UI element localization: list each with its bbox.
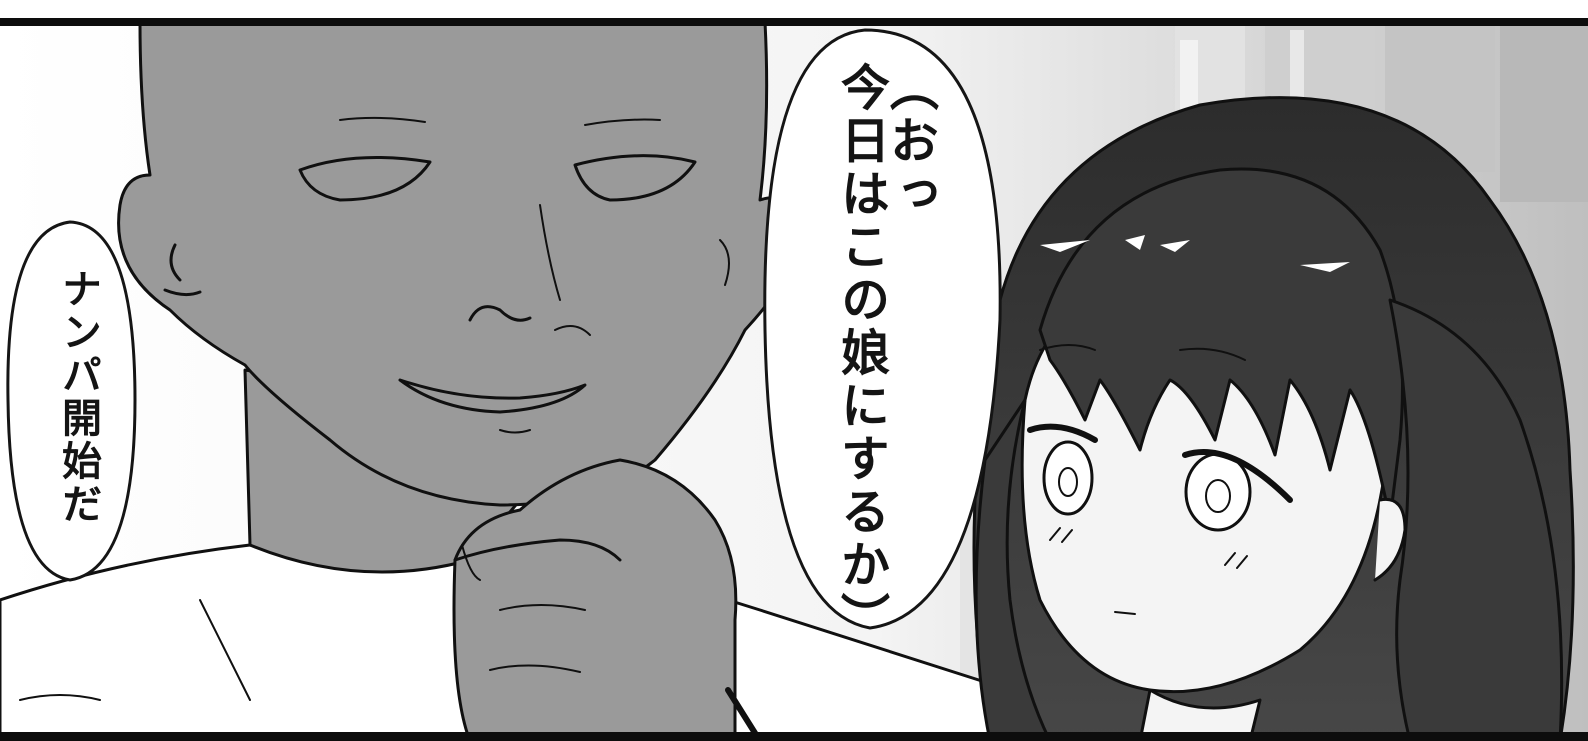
girl-character (972, 96, 1575, 738)
girl-right-eye (1184, 452, 1252, 532)
speech-bubble-left (6, 220, 137, 582)
man-character (0, 22, 1012, 738)
man-smile (398, 378, 587, 414)
speech-text-left-line-1: ナンパ開始だ (55, 268, 101, 526)
man-right-eye (573, 154, 697, 202)
girl-left-eye (1042, 440, 1094, 516)
speech-text-right-line-1: （おっ (882, 62, 939, 221)
speech-text-right: （おっ 今日はこの娘にするか） (795, 62, 939, 645)
man-left-eye (298, 156, 432, 202)
speech-text-right-line-2: 今日はこの娘にするか） (833, 62, 890, 645)
speech-text-left: ナンパ開始だ (40, 268, 101, 558)
man-hand (452, 458, 738, 738)
speech-bubble-right (763, 28, 1002, 630)
girl-bangs (1038, 167, 1404, 522)
panel-frame (0, 18, 1588, 741)
